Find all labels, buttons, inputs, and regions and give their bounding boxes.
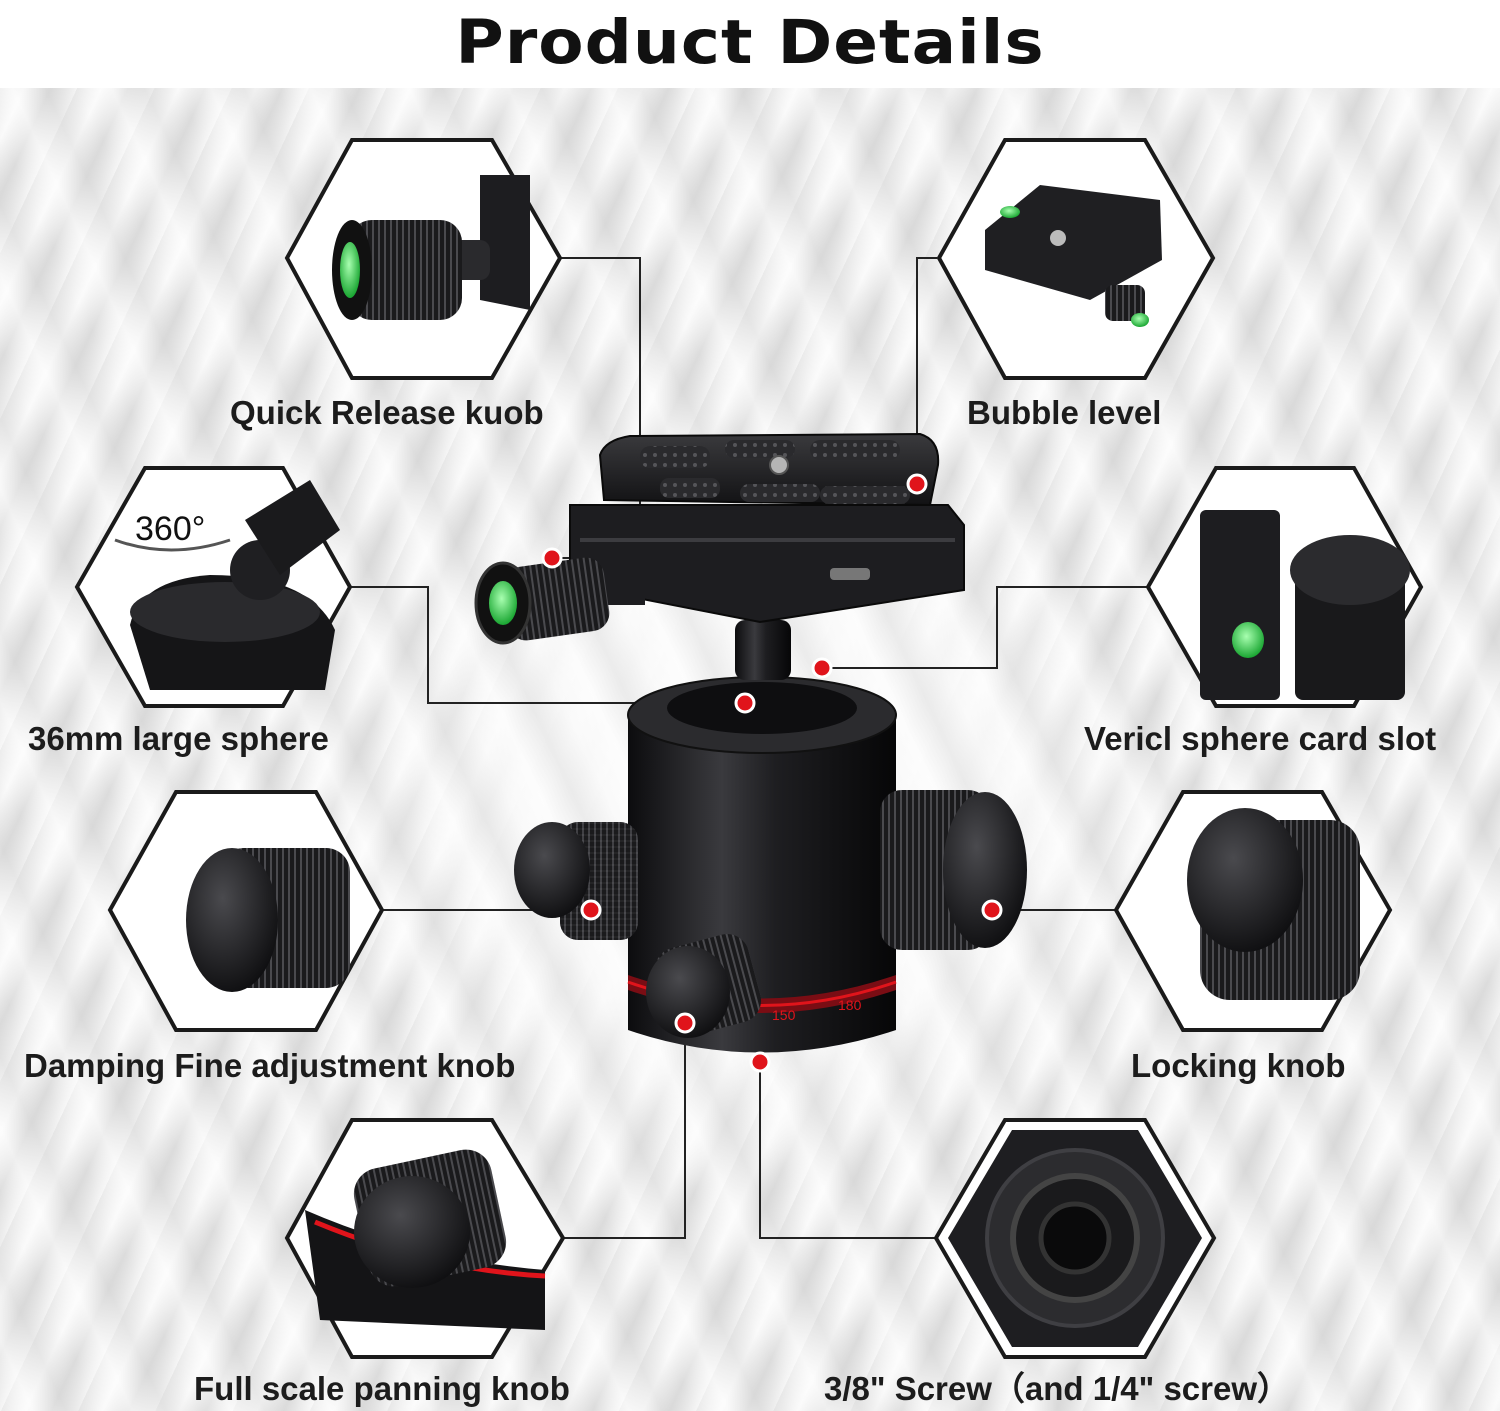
marker-panning xyxy=(674,1012,696,1034)
clamp-screw xyxy=(830,568,870,580)
damping-knob xyxy=(514,822,638,940)
hex-card-slot xyxy=(1145,466,1424,708)
hex-bubble-level xyxy=(936,138,1216,380)
label-sphere: 36mm large sphere xyxy=(28,720,329,757)
scale-mark-150: 150 xyxy=(772,1007,796,1023)
hex-damping xyxy=(107,790,385,1032)
marker-locking xyxy=(981,899,1003,921)
line-panning xyxy=(563,1023,686,1239)
line-bubble-level xyxy=(916,257,937,484)
stem xyxy=(735,620,791,680)
locking-knob xyxy=(880,790,1027,950)
marker-quick-release xyxy=(541,547,563,569)
hex-locking xyxy=(1113,790,1393,1032)
hex-sphere: 360° xyxy=(74,466,353,708)
callout-markers xyxy=(541,473,1003,1073)
ball-head-main: 150 180 xyxy=(474,432,1027,1053)
label-locking: Locking knob xyxy=(1131,1047,1346,1084)
line-card-slot xyxy=(822,586,1148,669)
label-card-slot: Vericl sphere card slot xyxy=(1084,720,1437,757)
marker-damping xyxy=(580,899,602,921)
line-sphere xyxy=(347,586,745,704)
marker-sphere xyxy=(734,692,756,714)
page-title: Product Details xyxy=(455,6,1045,78)
ball-socket xyxy=(667,682,857,734)
title-band: Product Details xyxy=(0,0,1500,88)
hex-panning xyxy=(284,1118,566,1359)
panning-knob xyxy=(646,934,762,1038)
marker-card-slot xyxy=(811,657,833,679)
label-panning: Full scale panning knob xyxy=(194,1370,570,1407)
quick-release-knob xyxy=(474,557,645,645)
label-screw: 3/8" Screw（and 1/4" screw） xyxy=(824,1370,1291,1407)
hex-quick-release xyxy=(284,138,563,380)
rotation-badge: 360° xyxy=(135,510,205,548)
hex-screw xyxy=(933,1118,1217,1359)
line-screw xyxy=(759,1062,936,1239)
label-quick-release: Quick Release kuob xyxy=(230,394,544,431)
label-bubble-level: Bubble level xyxy=(967,394,1162,431)
marker-screw xyxy=(749,1051,771,1073)
scale-mark-180: 180 xyxy=(838,997,862,1013)
label-damping: Damping Fine adjustment knob xyxy=(24,1047,516,1084)
mount-screw xyxy=(769,455,789,475)
marker-bubble-level xyxy=(906,473,928,495)
